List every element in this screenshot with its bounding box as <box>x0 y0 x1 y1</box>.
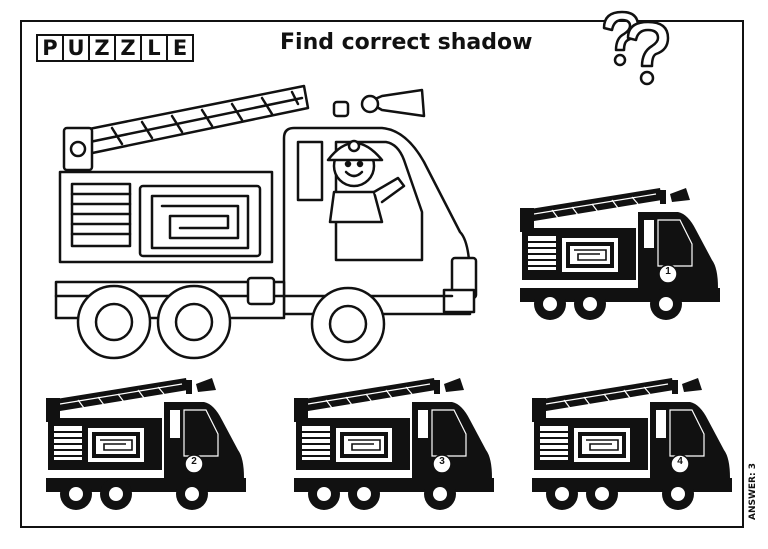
fire-truck-drawing <box>54 84 478 362</box>
puzzle-letter: U <box>62 34 90 62</box>
fire-truck-silhouette <box>519 187 721 321</box>
shadow-option-2[interactable]: 2 <box>45 377 247 512</box>
shadow-option-1[interactable]: 1 <box>519 187 721 322</box>
puzzle-word: P U Z Z L E <box>36 34 194 62</box>
page-title: Find correct shadow <box>280 30 533 55</box>
option-number: 4 <box>677 456 683 467</box>
option-number: 3 <box>439 456 445 467</box>
puzzle-letter: Z <box>114 34 142 62</box>
shadow-option-3[interactable]: 3 <box>293 377 495 512</box>
puzzle-letter: P <box>36 34 64 62</box>
fire-truck-silhouette <box>293 377 495 511</box>
shadow-option-4[interactable]: 4 <box>531 377 733 512</box>
option-number: 2 <box>191 456 197 467</box>
puzzle-letter: L <box>140 34 168 62</box>
option-number: 1 <box>665 266 671 277</box>
answer-label: ANSWER: 3 <box>748 463 758 520</box>
puzzle-letter: Z <box>88 34 116 62</box>
puzzle-frame <box>20 20 744 528</box>
fire-truck-silhouette <box>531 377 733 511</box>
question-marks-icon <box>602 10 670 86</box>
fire-truck-silhouette <box>45 377 247 511</box>
puzzle-letter: E <box>166 34 194 62</box>
